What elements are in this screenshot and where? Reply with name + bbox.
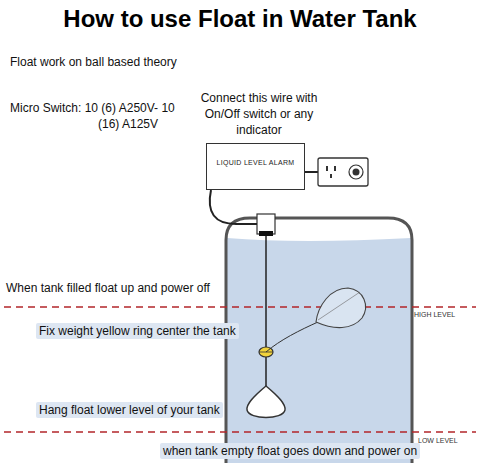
wire-note: Connect this wire with On/Off switch or … [198,90,320,138]
box-label: LIQUID LEVEL ALARM [215,158,296,167]
float-note: Hang float lower level of your tank [36,402,223,418]
ring-note: Fix weight yellow ring center the tank [36,323,239,339]
tank-body [226,218,412,463]
cable-gland-nut [259,231,273,236]
full-note: When tank filled float up and power off [6,280,210,296]
high-level-line [4,306,476,308]
power-socket [318,158,368,186]
switch-rating: Micro Switch: 10 (6) A250V- 10 (16) A125… [10,100,186,132]
float-cable-raised [266,322,318,352]
float-high [316,288,366,328]
level-tag: LOW LEVEL [418,436,458,445]
float-cable [265,236,267,388]
tank-wall [226,218,412,463]
float-low [247,386,285,418]
empty-note: when tank empty float goes down and powe… [160,443,420,459]
socket-pins [326,165,363,179]
low-level-line [4,431,476,433]
theory-note: Float work on ball based theory [10,54,177,70]
level-tag: HIGH LEVEL [414,310,455,319]
signal-wire [210,190,257,224]
water [227,238,411,463]
power-wire [305,171,318,173]
alarm-box: LIQUID LEVEL ALARM [206,143,305,190]
page-title: How to use Float in Water Tank [0,4,480,34]
